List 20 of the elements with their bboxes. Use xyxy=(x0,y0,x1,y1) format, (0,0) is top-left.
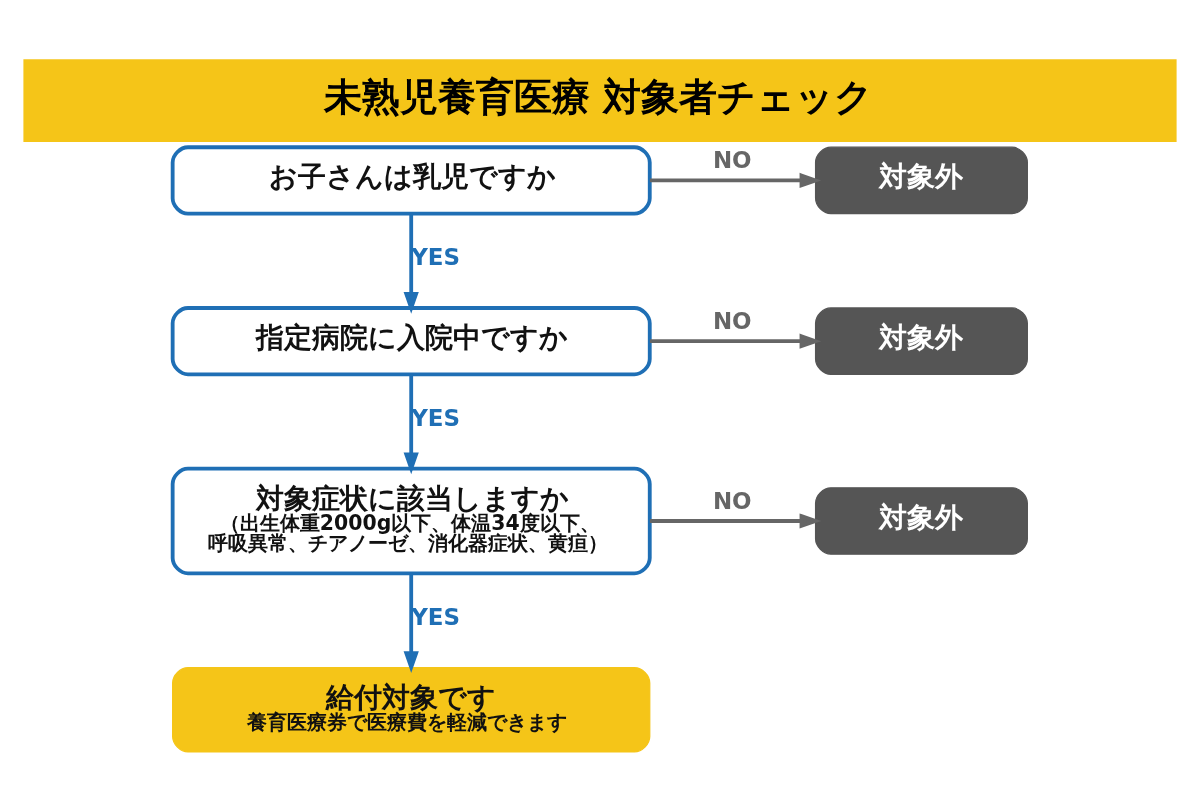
node-box: 対象症状に該当しますか （出生体重2000g以下、体温34度以下、呼吸異常、チアノーゼ、消化器症状、黄疸） xyxy=(170,466,652,575)
diagram-title: 未熟児養育医療 対象者チェック xyxy=(323,73,874,119)
node-box: 指定病院に入院中ですか xyxy=(170,305,652,376)
node-box: 対象外 xyxy=(814,146,1028,214)
arrow xyxy=(403,374,419,474)
arrow xyxy=(649,512,822,529)
edge-label: NO xyxy=(712,487,752,514)
node-box: 対象外 xyxy=(814,306,1028,375)
arrow xyxy=(649,172,822,188)
node-box: お子さんは乳児ですか xyxy=(170,144,652,215)
arrow xyxy=(649,333,822,349)
node-box: 給付対象です 養育医療券で医療費を軽減できます xyxy=(172,666,651,753)
node-box: 対象外 xyxy=(814,486,1028,555)
arrow xyxy=(403,573,419,673)
edge-label: YES xyxy=(411,243,461,270)
edge-label: NO xyxy=(712,146,752,173)
edge-label: NO xyxy=(712,307,752,334)
arrow xyxy=(403,213,419,314)
edge-label: YES xyxy=(411,603,461,630)
edge-label: YES xyxy=(411,404,461,431)
